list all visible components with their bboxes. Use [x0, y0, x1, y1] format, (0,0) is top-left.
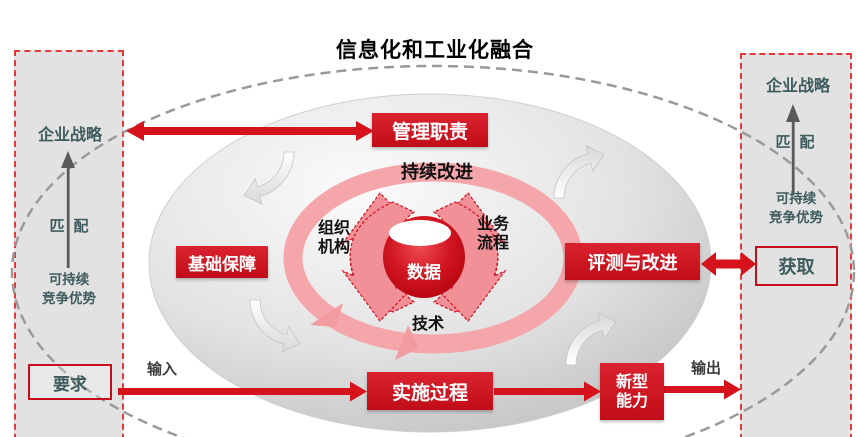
business-process-label: 业务 流程 [477, 215, 509, 253]
sphere-highlight [389, 220, 451, 246]
business-line2: 流程 [476, 235, 510, 252]
technology-label: 技术 [411, 316, 445, 333]
capability-line2: 能力 [615, 392, 648, 410]
left-advantage-line2: 竞争优势 [42, 291, 96, 306]
match-arrows [61, 104, 800, 268]
diagram-title: 信息化和工业化融合 [336, 39, 534, 62]
capability-box: 新型 能力 [600, 363, 664, 420]
capability-line1: 新型 [615, 373, 648, 391]
organization-label: 组织 机构 [318, 219, 350, 257]
right-strategy-label: 企业战略 [765, 78, 831, 95]
right-advantage-label: 可持续 竞争优势 [769, 189, 823, 227]
requirement-box: 要求 [28, 364, 112, 400]
business-line1: 业务 [476, 216, 510, 233]
implementation-label: 实施过程 [391, 382, 468, 404]
data-label: 数据 [407, 263, 441, 282]
ring-arrowhead-icon [310, 303, 343, 327]
input-label: 输入 [147, 361, 178, 378]
left-advantage-label: 可持续 竞争优势 [42, 270, 96, 308]
right-advantage-line1: 可持续 [775, 191, 817, 206]
right-match-label: 匹配 [775, 134, 824, 151]
left-strategy-label: 企业战略 [37, 127, 103, 144]
acquire-box: 获取 [755, 246, 838, 286]
foundation-box: 基础保障 [176, 246, 268, 278]
output-label: 输出 [691, 360, 722, 377]
evaluation-box: 评测与改进 [565, 243, 700, 280]
implementation-box: 实施过程 [367, 372, 493, 410]
requirement-label: 要求 [53, 374, 87, 394]
continuous-improvement-label: 持续改进 [401, 162, 473, 182]
ring-arrowhead-icon [395, 325, 419, 360]
left-match-label: 匹配 [49, 218, 98, 235]
management-box: 管理职责 [372, 113, 488, 147]
right-advantage-line2: 竞争优势 [769, 210, 823, 225]
outer-dashed-ellipse [10, 64, 856, 437]
organization-line2: 机构 [317, 239, 351, 256]
left-advantage-line1: 可持续 [48, 272, 90, 287]
red-connectors [118, 121, 756, 402]
acquire-label: 获取 [778, 257, 815, 277]
evaluation-label: 评测与改进 [587, 252, 678, 273]
management-label: 管理职责 [391, 121, 468, 143]
organization-line1: 组织 [317, 220, 351, 237]
foundation-label: 基础保障 [188, 254, 256, 274]
